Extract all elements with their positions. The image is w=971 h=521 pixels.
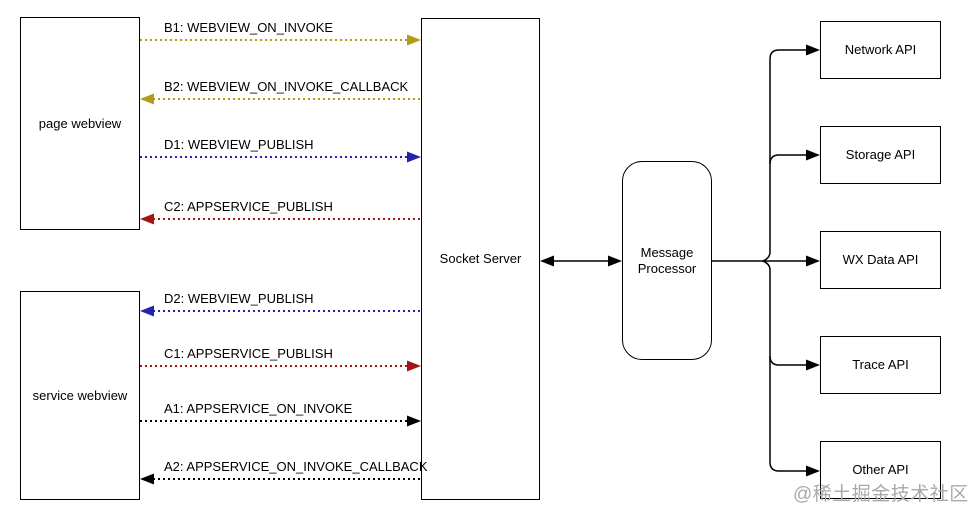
edge-b2-arrowhead	[140, 93, 154, 105]
node-network-api-label: Network API	[844, 42, 917, 57]
fanout-trunk	[761, 49, 807, 472]
edge-d1-arrowhead	[407, 151, 421, 163]
edge-d2-arrowhead	[140, 305, 154, 317]
node-wx-data-api-label: WX Data API	[842, 252, 919, 267]
node-message-processor: Message Processor	[622, 161, 712, 360]
edge-storage-branch	[769, 154, 807, 165]
edge-socket-mp-left-arrowhead	[540, 255, 554, 267]
edge-storage-arrowhead	[806, 149, 820, 161]
edge-a1-arrowhead	[407, 415, 421, 427]
edge-d1-label: D1: WEBVIEW_PUBLISH	[164, 137, 314, 152]
juejin-watermark: @稀土掘金技术社区	[793, 484, 969, 505]
edge-trace-branch	[769, 355, 807, 366]
node-socket-server: Socket Server	[421, 18, 540, 500]
node-trace-api: Trace API	[820, 336, 941, 394]
edge-d2-label: D2: WEBVIEW_PUBLISH	[164, 291, 314, 306]
edge-trace-arrowhead	[806, 359, 820, 371]
node-socket-server-label: Socket Server	[439, 251, 522, 266]
node-other-api-label: Other API	[852, 462, 909, 477]
edge-c2-label: C2: APPSERVICE_PUBLISH	[164, 199, 333, 214]
edge-other-arrowhead	[806, 465, 820, 477]
edge-a2-arrowhead	[140, 473, 154, 485]
node-storage-api: Storage API	[820, 126, 941, 184]
edge-c1-label: C1: APPSERVICE_PUBLISH	[164, 346, 333, 361]
node-other-api: Other API	[820, 441, 941, 499]
node-storage-api-label: Storage API	[845, 147, 916, 162]
edge-c1-arrowhead	[407, 360, 421, 372]
node-page-webview: page webview	[20, 17, 140, 230]
node-service-webview: service webview	[20, 291, 140, 500]
edge-b1-arrowhead	[407, 34, 421, 46]
edge-wxdata-arrowhead	[806, 255, 820, 267]
node-trace-api-label: Trace API	[852, 357, 909, 372]
edge-socket-mp-right-arrowhead	[608, 255, 622, 267]
edge-b1-label: B1: WEBVIEW_ON_INVOKE	[164, 20, 334, 35]
node-service-webview-label: service webview	[32, 387, 128, 403]
node-wx-data-api: WX Data API	[820, 231, 941, 289]
edge-c2-arrowhead	[140, 213, 154, 225]
node-network-api: Network API	[820, 21, 941, 79]
edge-b2-label: B2: WEBVIEW_ON_INVOKE_CALLBACK	[164, 79, 409, 94]
edge-network-arrowhead	[806, 44, 820, 56]
node-page-webview-label: page webview	[38, 115, 122, 131]
edge-a1-label: A1: APPSERVICE_ON_INVOKE	[164, 401, 353, 416]
node-message-processor-label: Message Processor	[637, 244, 697, 276]
edge-a2-label: A2: APPSERVICE_ON_INVOKE_CALLBACK	[164, 459, 428, 474]
